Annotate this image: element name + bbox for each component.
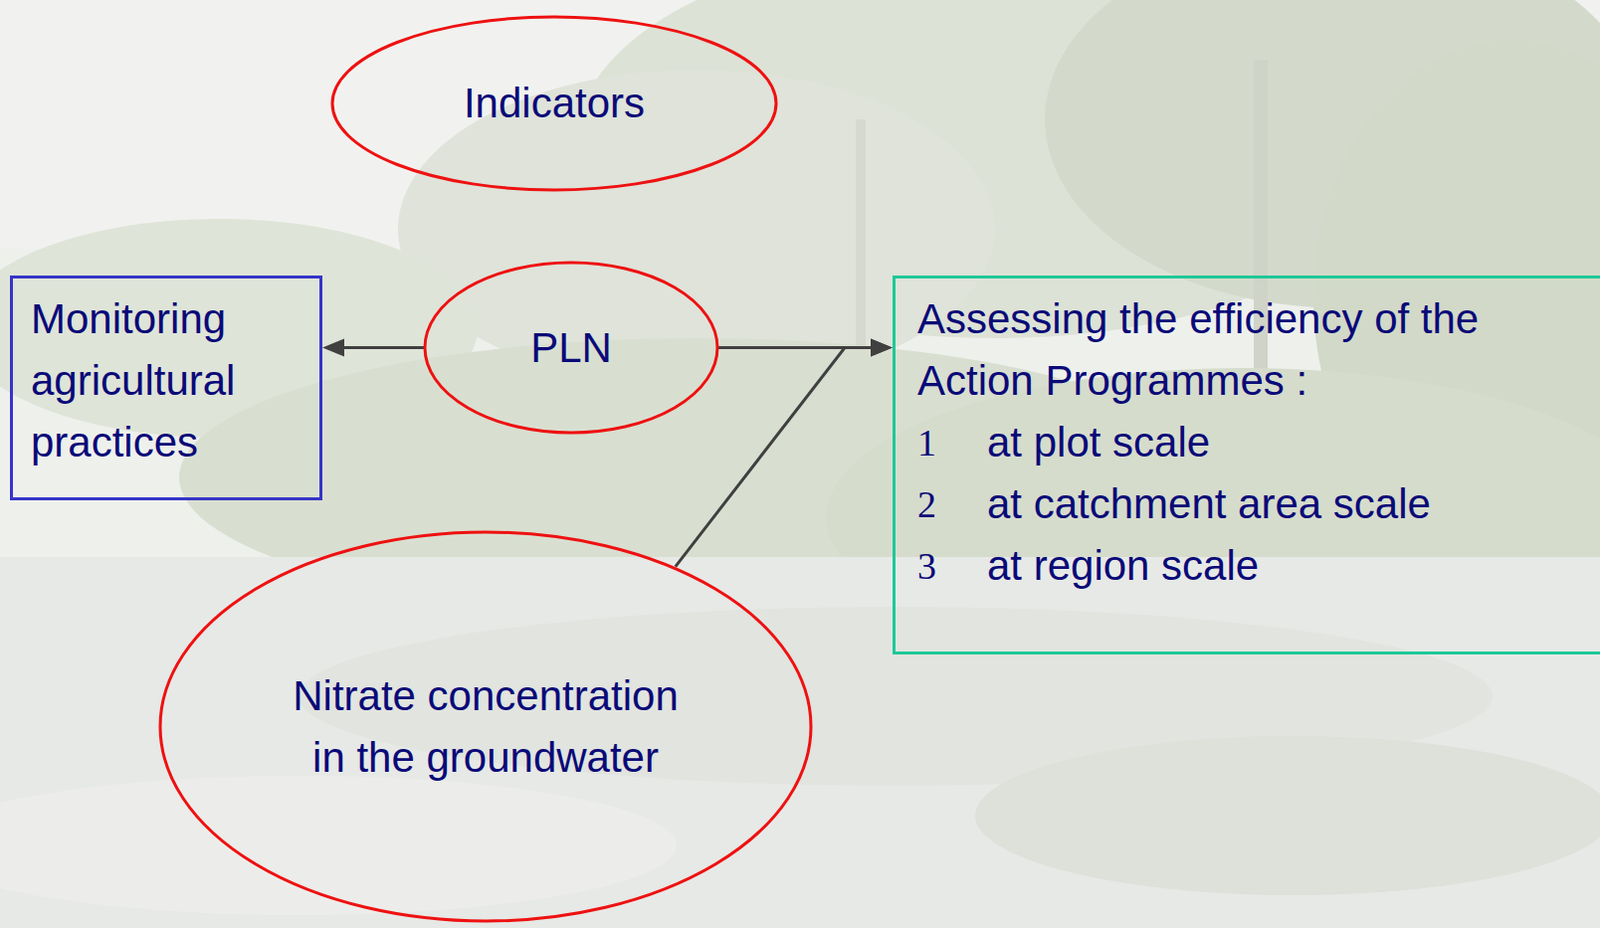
list-number: 1	[917, 411, 988, 474]
node-label: Nitrate concentration in the groundwater	[286, 665, 685, 790]
connector	[322, 339, 424, 358]
list-item: at region scale	[987, 535, 1587, 598]
connector-line	[718, 346, 875, 350]
scale-list: 1at plot scale2at catchment area scale3a…	[917, 411, 1587, 598]
arrow-head	[870, 339, 893, 358]
connector-line	[340, 346, 424, 350]
list-number: 3	[917, 535, 988, 598]
ellipse-shape	[332, 16, 777, 191]
list-item: at catchment area scale	[987, 473, 1587, 536]
connector	[718, 339, 893, 358]
list-number: 2	[917, 473, 988, 536]
assessment-box: Assessing the efficiency of the Action P…	[892, 275, 1600, 655]
node-label: Monitoring agricultural practices	[30, 288, 302, 474]
arrow-head	[322, 339, 345, 358]
indicator-ellipse: PLN	[422, 260, 720, 435]
practice-box: Monitoring agricultural practices	[9, 275, 323, 501]
list-item: at plot scale	[987, 411, 1587, 474]
box-heading: Assessing the efficiency of the Action P…	[917, 288, 1565, 412]
arrow-head	[870, 339, 893, 358]
connector	[675, 339, 893, 568]
indicator-ellipse: Indicators	[330, 14, 779, 193]
node-label: Indicators	[463, 72, 645, 135]
ellipse-shape	[424, 262, 718, 433]
ellipse-shape	[160, 532, 811, 922]
node-label: PLN	[530, 317, 612, 380]
ellipse-outline	[158, 530, 813, 924]
indicator-ellipse: Nitrate concentration in the groundwater	[158, 530, 813, 924]
